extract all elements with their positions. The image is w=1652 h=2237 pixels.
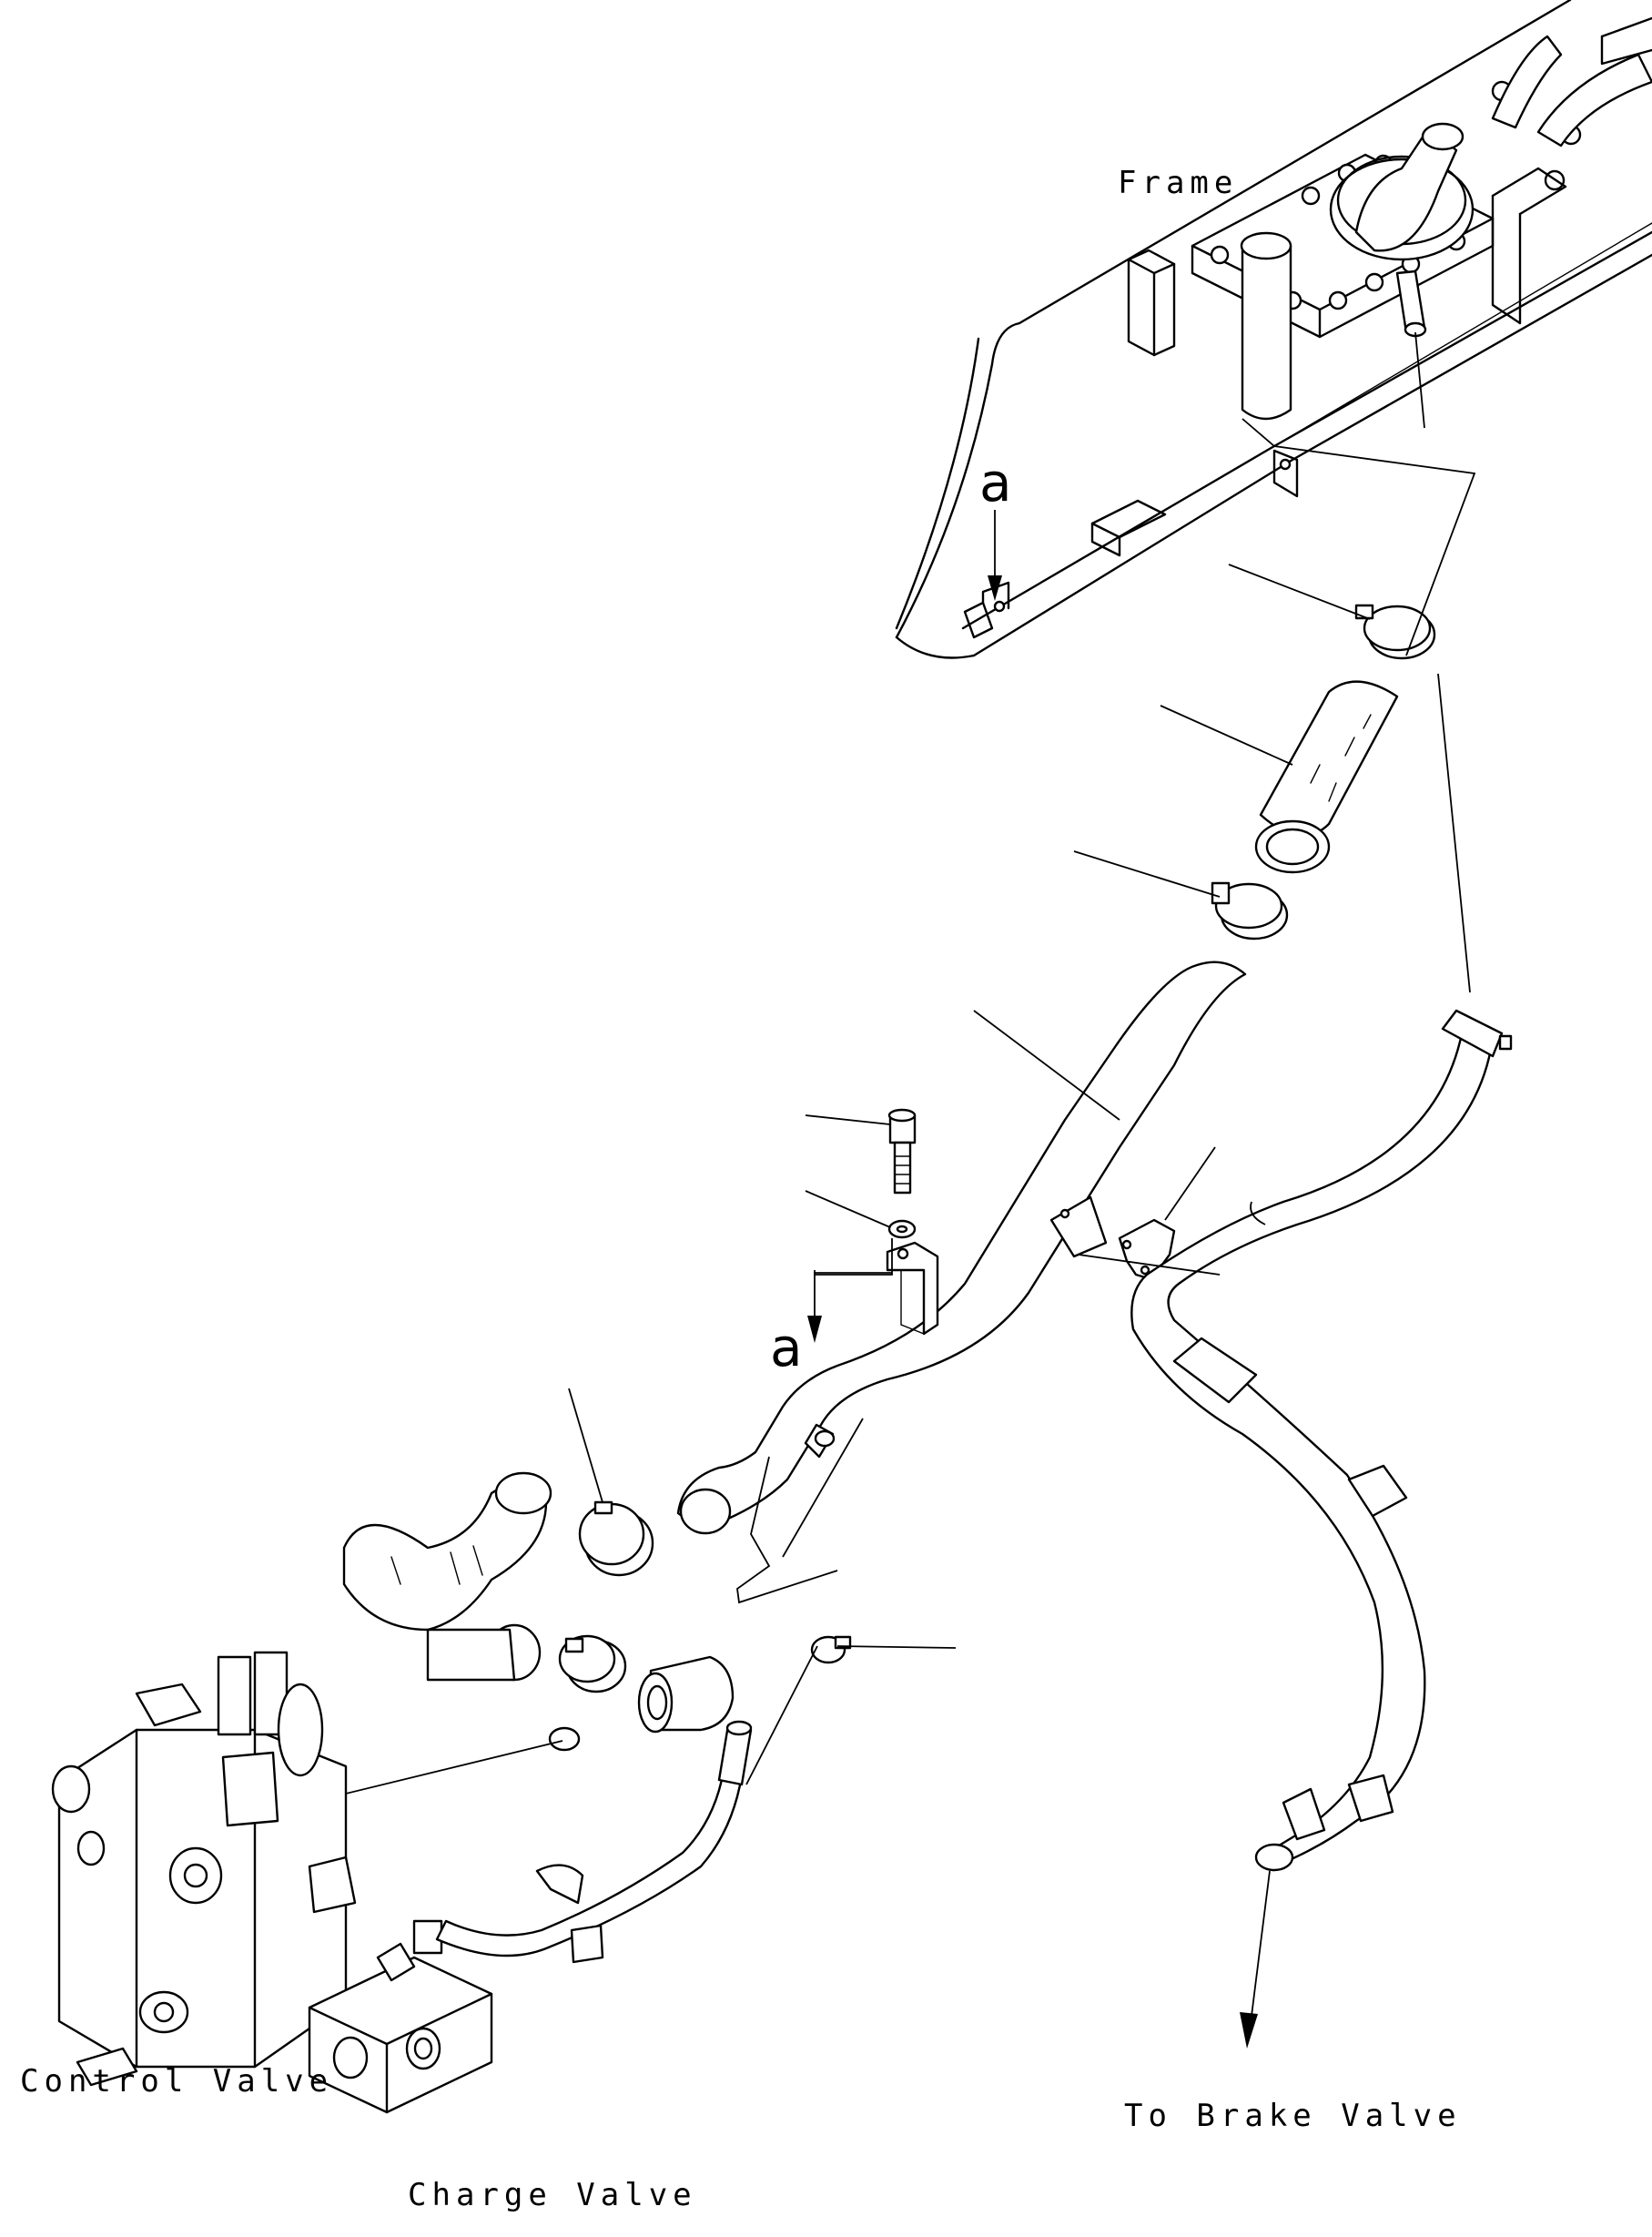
view-a-arrow-lower (807, 1272, 892, 1343)
label-view-a-bottom: a (770, 1317, 803, 1378)
label-charge-valve: Charge Valve (408, 2177, 697, 2213)
mounting-bolt (887, 1108, 917, 1195)
view-a-arrow-upper (988, 510, 1002, 601)
hose-clamp-lower (1211, 881, 1289, 941)
frame-assembly (895, 0, 1652, 659)
control-valve-hose (342, 1471, 552, 1682)
brake-valve-arrow (1240, 1870, 1271, 2049)
hose-clamp-pipe (578, 1500, 654, 1577)
label-control-valve: Control Valve (20, 2063, 333, 2100)
suction-hose (1254, 680, 1399, 874)
label-to-brake-valve: To Brake Valve (1124, 2098, 1462, 2134)
leader-lines (345, 331, 1476, 1795)
washer (887, 1219, 917, 1239)
suction-pipe (676, 961, 1247, 1535)
label-frame: Frame (1118, 165, 1238, 201)
loose-parts (548, 1634, 852, 1752)
label-view-a-top: a (979, 452, 1012, 513)
charge-valve (308, 1720, 753, 2114)
pipe-bracket (886, 1241, 939, 1336)
control-valve (51, 1651, 357, 2087)
suction-piping (578, 604, 1436, 1577)
hose-clamp-upper (1354, 604, 1436, 660)
brake-hose (1130, 1009, 1513, 1872)
